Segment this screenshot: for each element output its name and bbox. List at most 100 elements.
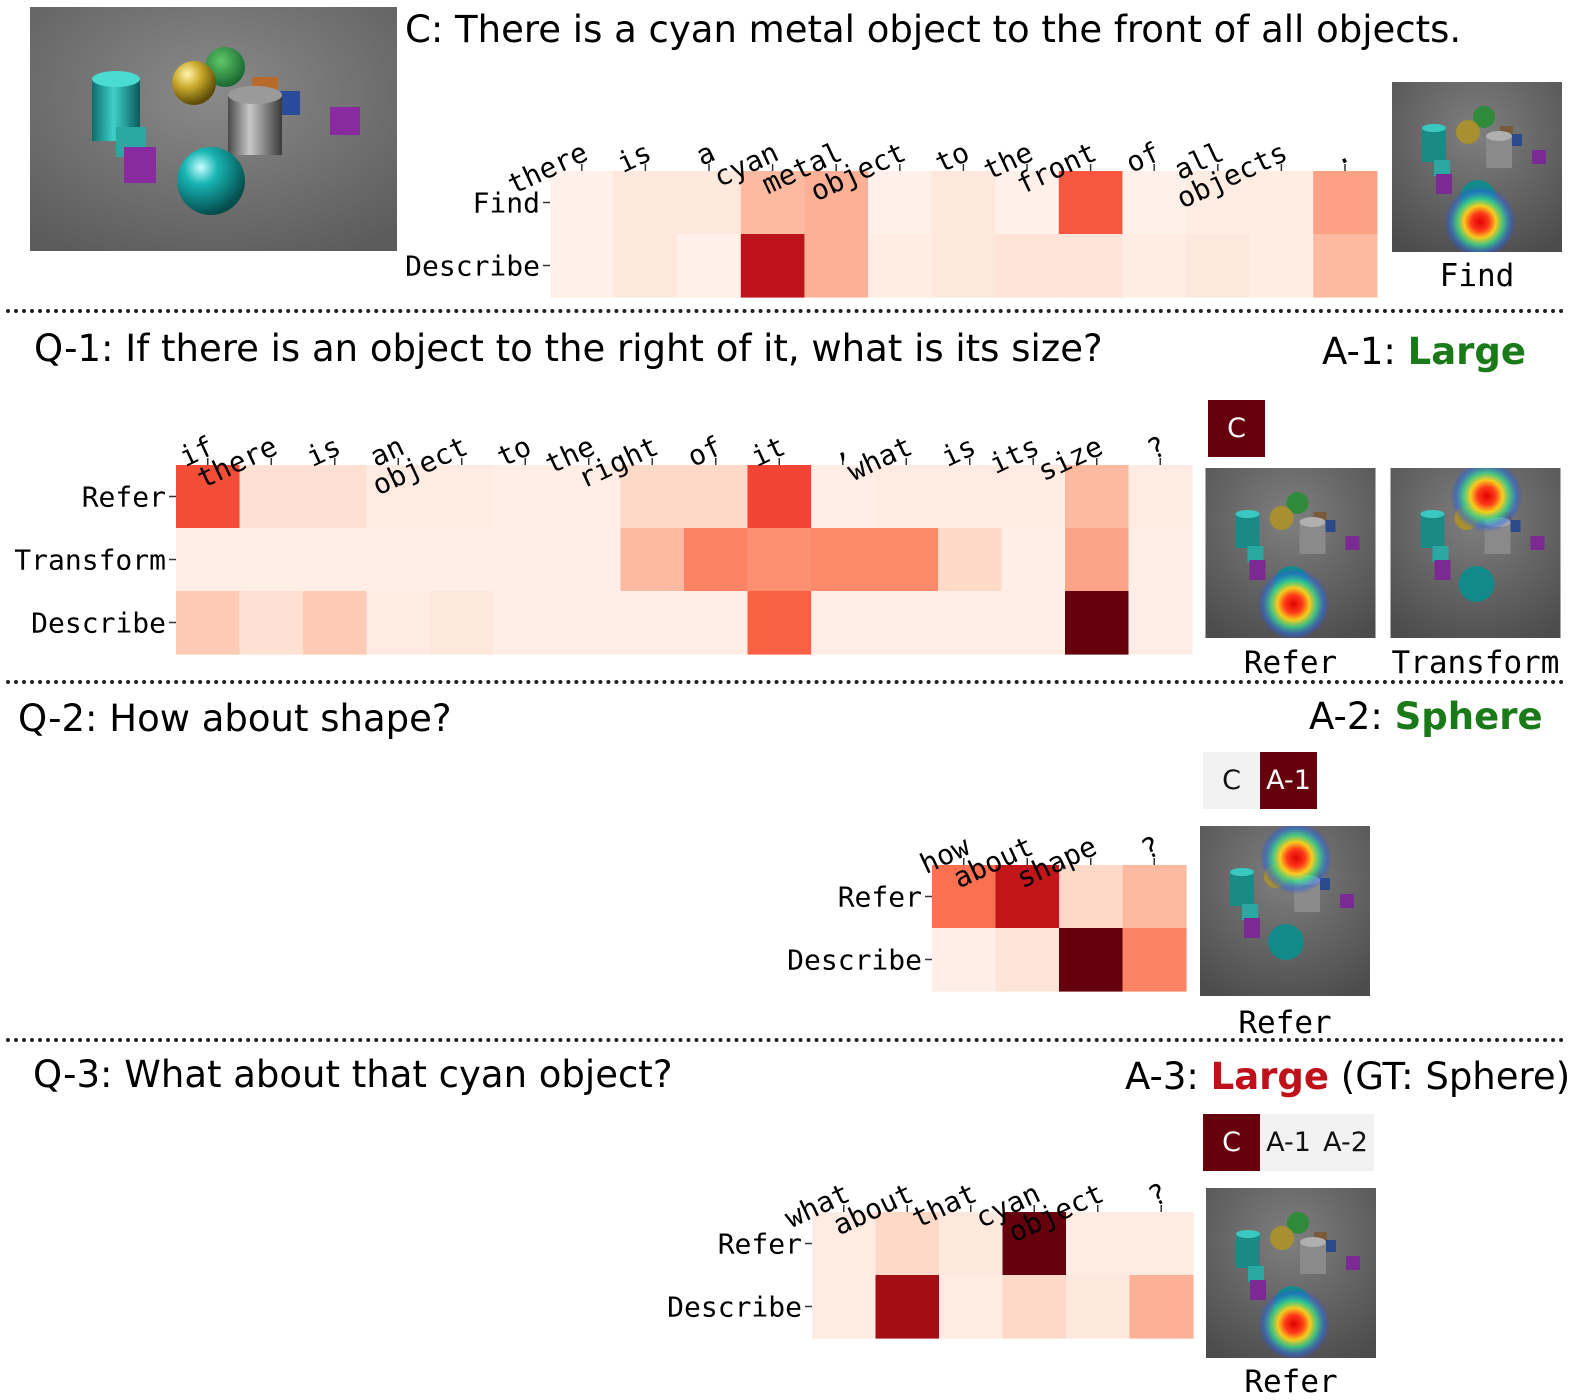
q1-text: If there is an object to the right of it…	[125, 327, 1103, 370]
heatmap-cell	[811, 465, 876, 529]
q3-answer-value: Large	[1210, 1055, 1329, 1098]
heatmap-cell	[613, 234, 678, 298]
q1-answer-value: Large	[1407, 330, 1526, 373]
history-item: A-2	[1317, 1114, 1374, 1171]
heatmap-cell	[1059, 865, 1124, 929]
heatmap-row-label: Describe	[667, 1291, 802, 1324]
heatmap-cell	[1059, 928, 1124, 992]
heatmap-cell	[811, 591, 876, 655]
heatmap-cell	[176, 465, 241, 529]
scene-image	[30, 7, 397, 251]
q3-gt-open: (GT:	[1340, 1055, 1426, 1098]
heatmap-cell	[875, 1212, 940, 1276]
section-divider	[6, 309, 1565, 313]
heatmap-cell	[303, 528, 368, 592]
heatmap-cell	[684, 465, 749, 529]
heatmap-col-label: ?	[1143, 1176, 1172, 1213]
heatmap-cell	[1065, 465, 1130, 529]
caption-sentence: C: There is a cyan metal object to the f…	[405, 8, 1462, 51]
heatmap-cell	[1128, 465, 1193, 529]
heatmap-cell	[747, 591, 812, 655]
heatmap-cell	[550, 234, 615, 298]
heatmap-cell	[239, 591, 304, 655]
heatmap-cell	[1058, 171, 1123, 235]
heatmap-cell	[938, 465, 1003, 529]
heatmap-cell	[677, 234, 742, 298]
heatmap-cell	[1001, 528, 1066, 592]
heatmap-cell	[932, 865, 997, 929]
heatmap-cell	[430, 465, 495, 529]
heatmap-cell	[303, 465, 368, 529]
heatmap-cell	[747, 528, 812, 592]
heatmap-cell	[804, 171, 869, 235]
heatmap-row-label: Describe	[31, 607, 166, 640]
section-divider	[6, 680, 1565, 684]
heatmap-cell	[1001, 465, 1066, 529]
heatmap-cell	[1122, 171, 1187, 235]
heatmap-cell	[239, 465, 304, 529]
q1-prefix: Q-1:	[34, 327, 114, 370]
heatmap-cell	[239, 528, 304, 592]
history-item: A-1	[1260, 752, 1317, 809]
heatmap-cell	[1249, 234, 1314, 298]
heatmap-cell	[430, 528, 495, 592]
heatmap-row-label: Transform	[14, 544, 166, 577]
heatmap-cell	[303, 591, 368, 655]
heatmap-cell	[366, 465, 431, 529]
heatmap-cell	[740, 234, 805, 298]
q2-text: How about shape?	[109, 697, 452, 740]
heatmap-cell	[740, 171, 805, 235]
heatmap-cell	[812, 1275, 877, 1339]
heatmap-cell	[995, 865, 1060, 929]
heatmap-cell	[931, 171, 996, 235]
heatmap-cell	[1129, 1212, 1194, 1276]
heatmap-cell	[1066, 1212, 1131, 1276]
history-item: C	[1208, 400, 1265, 457]
heatmap-cell	[932, 928, 997, 992]
heatmap-cell	[1002, 1212, 1067, 1276]
heatmap-cell	[1065, 591, 1130, 655]
heatmap-cell	[995, 234, 1060, 298]
heatmap-cell	[1313, 171, 1378, 235]
heatmap-cell	[493, 591, 558, 655]
q2-refer-attention-image	[1200, 826, 1370, 996]
heatmap-cell	[1122, 865, 1187, 929]
heatmap-row-label: Refer	[82, 481, 166, 514]
heatmap-cell	[874, 528, 939, 592]
q3-prefix: Q-3:	[33, 1053, 113, 1096]
heatmap-cell	[939, 1275, 1004, 1339]
q3-ground-truth: Sphere	[1425, 1055, 1556, 1098]
heatmap-cell	[868, 171, 933, 235]
heatmap-cell	[938, 591, 1003, 655]
q1-refer-attention-image	[1205, 468, 1376, 638]
heatmap-cell	[620, 465, 685, 529]
q2-answer: A-2: Sphere	[1309, 698, 1543, 735]
heatmap-cell	[430, 591, 495, 655]
q1-transform-attention-image	[1390, 468, 1561, 638]
heatmap-cell	[1186, 171, 1251, 235]
heatmap-cell	[1065, 528, 1130, 592]
heatmap-cell	[493, 465, 558, 529]
heatmap-cell	[550, 171, 615, 235]
q2-question: Q-2: How about shape?	[18, 700, 452, 737]
q3-answer: A-3: Large (GT: Sphere)	[1125, 1058, 1569, 1095]
heatmap-cell	[176, 591, 241, 655]
history-item: C	[1203, 752, 1260, 809]
heatmap-cell	[620, 528, 685, 592]
heatmap-row-label: Refer	[838, 881, 922, 914]
q3-refer-attention-image	[1206, 1188, 1376, 1358]
section-divider	[6, 1038, 1565, 1042]
q1-answer-label: A-1:	[1322, 330, 1396, 373]
heatmap-cell	[1122, 234, 1187, 298]
heatmap-cell	[995, 928, 1060, 992]
heatmap-cell	[620, 591, 685, 655]
heatmap-cell	[875, 1275, 940, 1339]
heatmap-cell	[804, 234, 869, 298]
heatmap-cell	[684, 528, 749, 592]
heatmap-cell	[1001, 591, 1066, 655]
heatmap-cell	[613, 171, 678, 235]
heatmap-row-label: Describe	[787, 944, 922, 977]
